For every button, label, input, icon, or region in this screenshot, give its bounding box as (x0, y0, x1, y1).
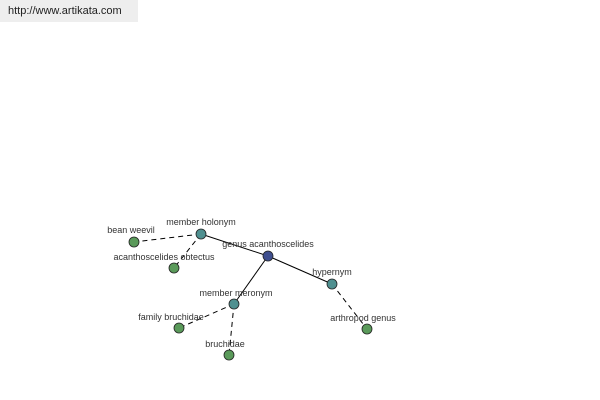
edge-hypernym-arthropod (331, 283, 368, 330)
edge-root-holonym (200, 233, 269, 257)
edge-holonym-obtectus (173, 233, 202, 269)
node-label-root[interactable]: genus acanthoscelides (222, 239, 314, 249)
node-label-obtectus[interactable]: acanthoscelides obtectus (113, 252, 215, 262)
node-label-holonym[interactable]: member holonym (166, 217, 236, 227)
node-label-meronym[interactable]: member meronym (199, 288, 272, 298)
node-label-bruchidae[interactable]: bruchidae (205, 339, 245, 349)
node-meronym[interactable] (228, 298, 240, 310)
node-obtectus[interactable] (168, 262, 180, 274)
node-bean[interactable] (128, 236, 140, 248)
site-url[interactable]: http://www.artikata.com (8, 5, 122, 17)
node-label-hypernym[interactable]: hypernym (312, 267, 352, 277)
node-root[interactable] (262, 250, 274, 262)
url-bar: http://www.artikata.com (0, 0, 138, 22)
node-hypernym[interactable] (326, 278, 338, 290)
edge-root-hypernym (267, 255, 333, 285)
node-label-bean[interactable]: bean weevil (107, 225, 155, 235)
edge-holonym-bean (133, 233, 202, 243)
node-label-bruchidae_fam[interactable]: family bruchidae (138, 312, 204, 322)
node-arthropod[interactable] (361, 323, 373, 335)
edge-meronym-bruchidae_fam (178, 303, 235, 329)
node-bruchidae_fam[interactable] (173, 322, 185, 334)
node-bruchidae[interactable] (223, 349, 235, 361)
node-label-arthropod[interactable]: arthropod genus (330, 313, 396, 323)
node-holonym[interactable] (195, 228, 207, 240)
edge-root-meronym (233, 255, 269, 305)
